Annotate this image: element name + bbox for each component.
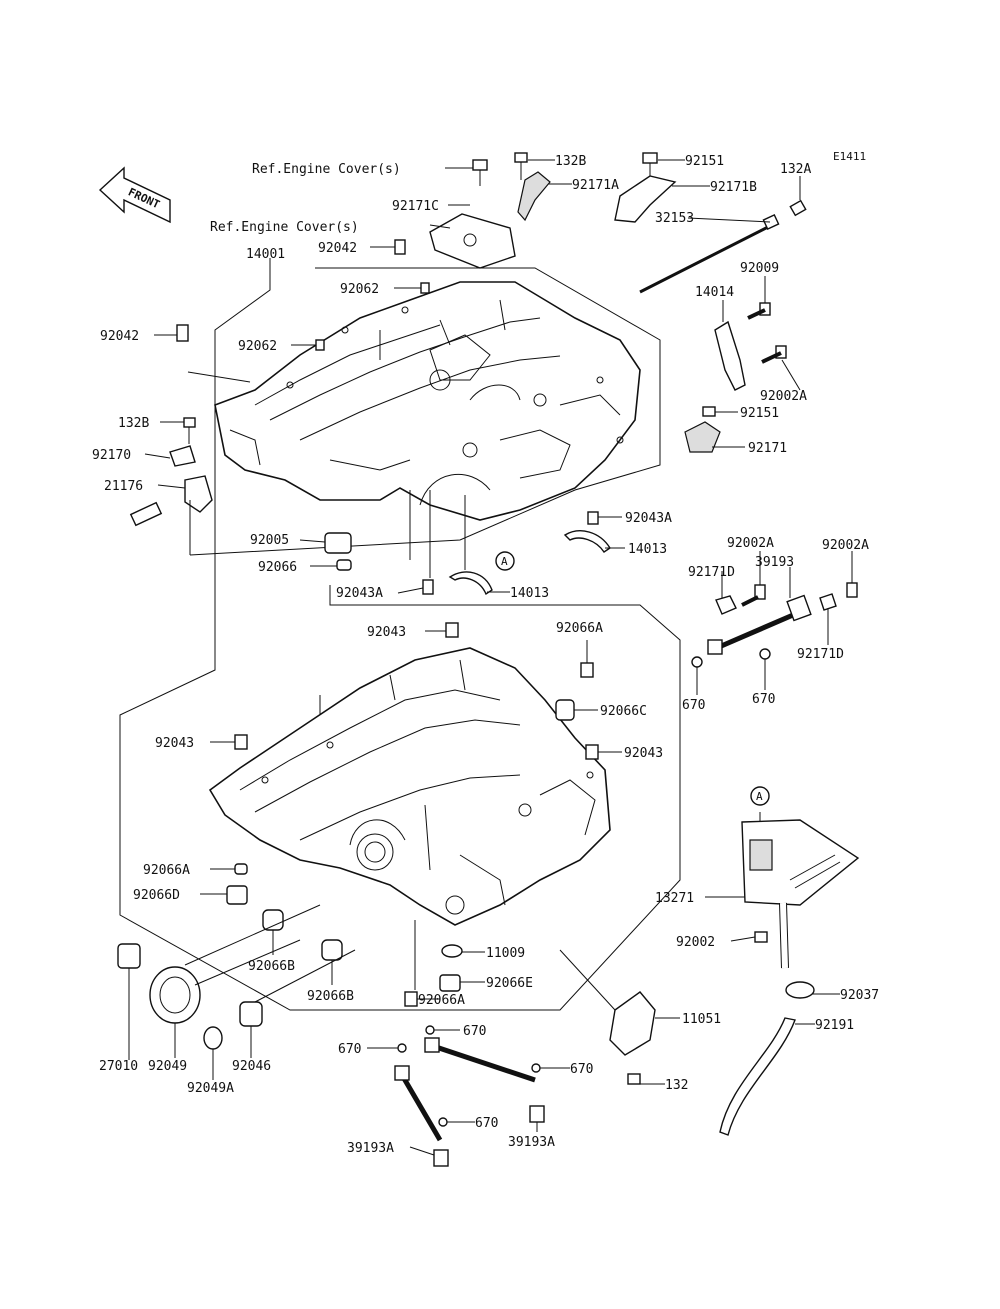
label-92043A-right: 92043A <box>625 511 672 526</box>
label-ref-engine-cover-2: Ref.Engine Cover(s) <box>210 220 359 235</box>
label-92171D-top: 92171D <box>688 565 735 580</box>
label-92191: 92191 <box>815 1018 854 1033</box>
label-14013-right: 14013 <box>628 542 667 557</box>
label-670-f: 670 <box>475 1116 498 1131</box>
label-92066C: 92066C <box>600 704 647 719</box>
label-670-c: 670 <box>463 1024 486 1039</box>
label-92049: 92049 <box>148 1059 187 1074</box>
label-92066D: 92066D <box>133 888 180 903</box>
label-92066-left: 92066 <box>258 560 297 575</box>
label-11009: 11009 <box>486 946 525 961</box>
label-92005: 92005 <box>250 533 289 548</box>
label-670-b: 670 <box>752 692 775 707</box>
label-92066B-a: 92066B <box>248 959 295 974</box>
label-92037: 92037 <box>840 988 879 1003</box>
label-670-d: 670 <box>338 1042 361 1057</box>
label-92046: 92046 <box>232 1059 271 1074</box>
label-14013-left: 14013 <box>510 586 549 601</box>
label-92002A-right: 92002A <box>760 389 807 404</box>
label-13271: 13271 <box>655 891 694 906</box>
label-39193: 39193 <box>755 555 794 570</box>
leader-lines <box>128 159 853 1156</box>
label-92066E: 92066E <box>486 976 533 991</box>
label-132: 132 <box>665 1078 688 1093</box>
label-92062-b: 92062 <box>238 339 277 354</box>
part-number-labels: Ref.Engine Cover(s) 132B 92151 132A 9217… <box>92 154 879 1156</box>
label-92066A-top: 92066A <box>556 621 603 636</box>
label-92009: 92009 <box>740 261 779 276</box>
label-92171B: 92171B <box>710 180 757 195</box>
label-92049A: 92049A <box>187 1081 234 1096</box>
label-92171C: 92171C <box>392 199 439 214</box>
label-92002A-a: 92002A <box>727 536 774 551</box>
label-92043-left: 92043 <box>155 736 194 751</box>
label-92171D-bottom: 92171D <box>797 647 844 662</box>
label-ref-engine-cover-1: Ref.Engine Cover(s) <box>252 162 401 177</box>
diagram-code: E1411 <box>833 150 866 163</box>
label-92151-mid: 92151 <box>740 406 779 421</box>
label-27010: 27010 <box>99 1059 138 1074</box>
marker-a-upper: A <box>501 555 508 568</box>
label-39193A-right: 39193A <box>508 1135 555 1150</box>
label-92043A-left: 92043A <box>336 586 383 601</box>
label-92062-a: 92062 <box>340 282 379 297</box>
label-92066B-b: 92066B <box>307 989 354 1004</box>
label-670-a: 670 <box>682 698 705 713</box>
lower-crankcase <box>208 647 611 926</box>
label-92043-top: 92043 <box>367 625 406 640</box>
marker-a-strainer: A <box>756 790 763 803</box>
label-92066A-left: 92066A <box>143 863 190 878</box>
label-92066A-bottom: 92066A <box>418 993 465 1008</box>
label-92171A: 92171A <box>572 178 619 193</box>
front-arrow-icon: FRONT <box>98 166 171 224</box>
breather-cover <box>429 213 516 269</box>
label-92042-left: 92042 <box>100 329 139 344</box>
label-132B-left: 132B <box>118 416 149 431</box>
small-parts: A A <box>117 152 860 1167</box>
upper-crankcase <box>214 281 641 521</box>
label-92151-top: 92151 <box>685 154 724 169</box>
upper-assembly-outline <box>119 267 681 1011</box>
label-132B-top: 132B <box>555 154 586 169</box>
label-21176: 21176 <box>104 479 143 494</box>
label-14014: 14014 <box>695 285 734 300</box>
label-14001: 14001 <box>246 247 285 262</box>
label-92002A-b: 92002A <box>822 538 869 553</box>
label-32153: 32153 <box>655 211 694 226</box>
label-39193A-left: 39193A <box>347 1141 394 1156</box>
label-92042-top: 92042 <box>318 241 357 256</box>
label-92043-right: 92043 <box>624 746 663 761</box>
label-92171: 92171 <box>748 441 787 456</box>
label-670-e: 670 <box>570 1062 593 1077</box>
label-92002: 92002 <box>676 935 715 950</box>
label-132A: 132A <box>780 162 811 177</box>
label-92170: 92170 <box>92 448 131 463</box>
label-11051: 11051 <box>682 1012 721 1027</box>
